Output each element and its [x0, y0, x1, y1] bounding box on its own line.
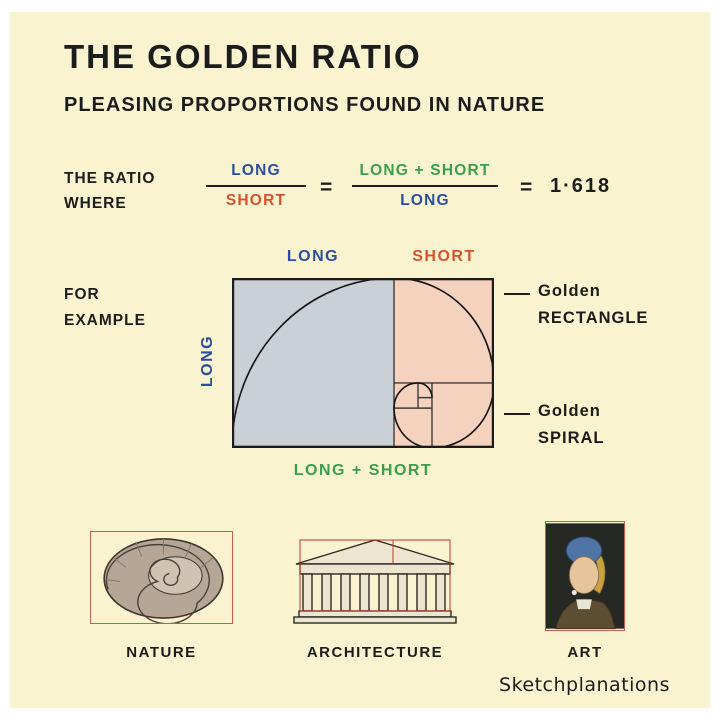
page-title: THE GOLDEN RATIO	[64, 38, 422, 75]
architecture-example-frame	[290, 534, 460, 626]
label-long-top: LONG	[286, 248, 340, 265]
architecture-label: ARCHITECTURE	[306, 644, 444, 661]
parthenon-illustration	[293, 539, 457, 624]
sketchplanations-signature: Sketchplanations	[499, 674, 670, 696]
pearl-earring-portrait-illustration	[546, 523, 624, 630]
annotation-rectangle-word1: Golden	[538, 282, 601, 300]
equation-intro-line1: THE RATIO	[64, 170, 156, 187]
shell-spiral-line	[105, 543, 210, 623]
annotation-rectangle-word2: RECTANGLE	[538, 309, 649, 327]
nautilus-shell-illustration	[103, 538, 224, 623]
for-example-label: FOR EXAMPLE	[64, 282, 146, 334]
label-long-plus-short-bottom: LONG + SHORT	[293, 462, 433, 479]
golden-ratio-value: 1·618	[550, 175, 612, 197]
pearl-earring	[571, 590, 577, 596]
fraction-sum-over-long: LONG + SHORT LONG	[352, 162, 498, 210]
fraction2-bar	[352, 185, 498, 187]
golden-rectangle-diagram	[232, 278, 494, 448]
fraction1-bar	[206, 185, 306, 187]
art-label: ART	[567, 644, 603, 661]
fraction2-numerator: LONG + SHORT	[359, 162, 491, 179]
nature-example-frame	[90, 531, 233, 624]
label-short-top: SHORT	[412, 248, 476, 265]
annotation-spiral-word1: Golden	[538, 402, 601, 420]
equation-intro: THE RATIO WHERE	[64, 166, 155, 216]
golden-rectangle-svg	[232, 278, 494, 448]
remaining-rectangle	[394, 278, 494, 448]
fraction1-numerator: LONG	[231, 162, 281, 179]
golden-spiral-annotation: Golden SPIRAL	[538, 398, 605, 452]
fraction2-denominator: LONG	[400, 192, 450, 209]
label-long-side: LONG	[199, 334, 216, 388]
fraction1-denominator: SHORT	[225, 192, 287, 209]
fraction-long-over-short: LONG SHORT	[206, 162, 306, 210]
equals-sign-2: =	[520, 176, 533, 199]
for-example-line2: EXAMPLE	[64, 312, 146, 329]
golden-rectangle-annotation: Golden RECTANGLE	[538, 278, 648, 332]
annotation-spiral-word2: SPIRAL	[538, 429, 605, 447]
golden-ratio-overlay-lines	[299, 539, 451, 612]
equation-intro-line2: WHERE	[64, 195, 127, 212]
equals-sign-1: =	[320, 176, 333, 199]
page-subtitle: PLEASING PROPORTIONS FOUND IN NATURE	[64, 94, 546, 116]
nature-label: NATURE	[126, 644, 197, 661]
art-example-frame	[545, 521, 625, 631]
outer-rectangle-border	[232, 278, 494, 448]
rectangle-pointer-line	[504, 293, 530, 295]
large-square	[232, 278, 394, 448]
spiral-pointer-line	[504, 413, 530, 415]
for-example-line1: FOR	[64, 286, 100, 303]
